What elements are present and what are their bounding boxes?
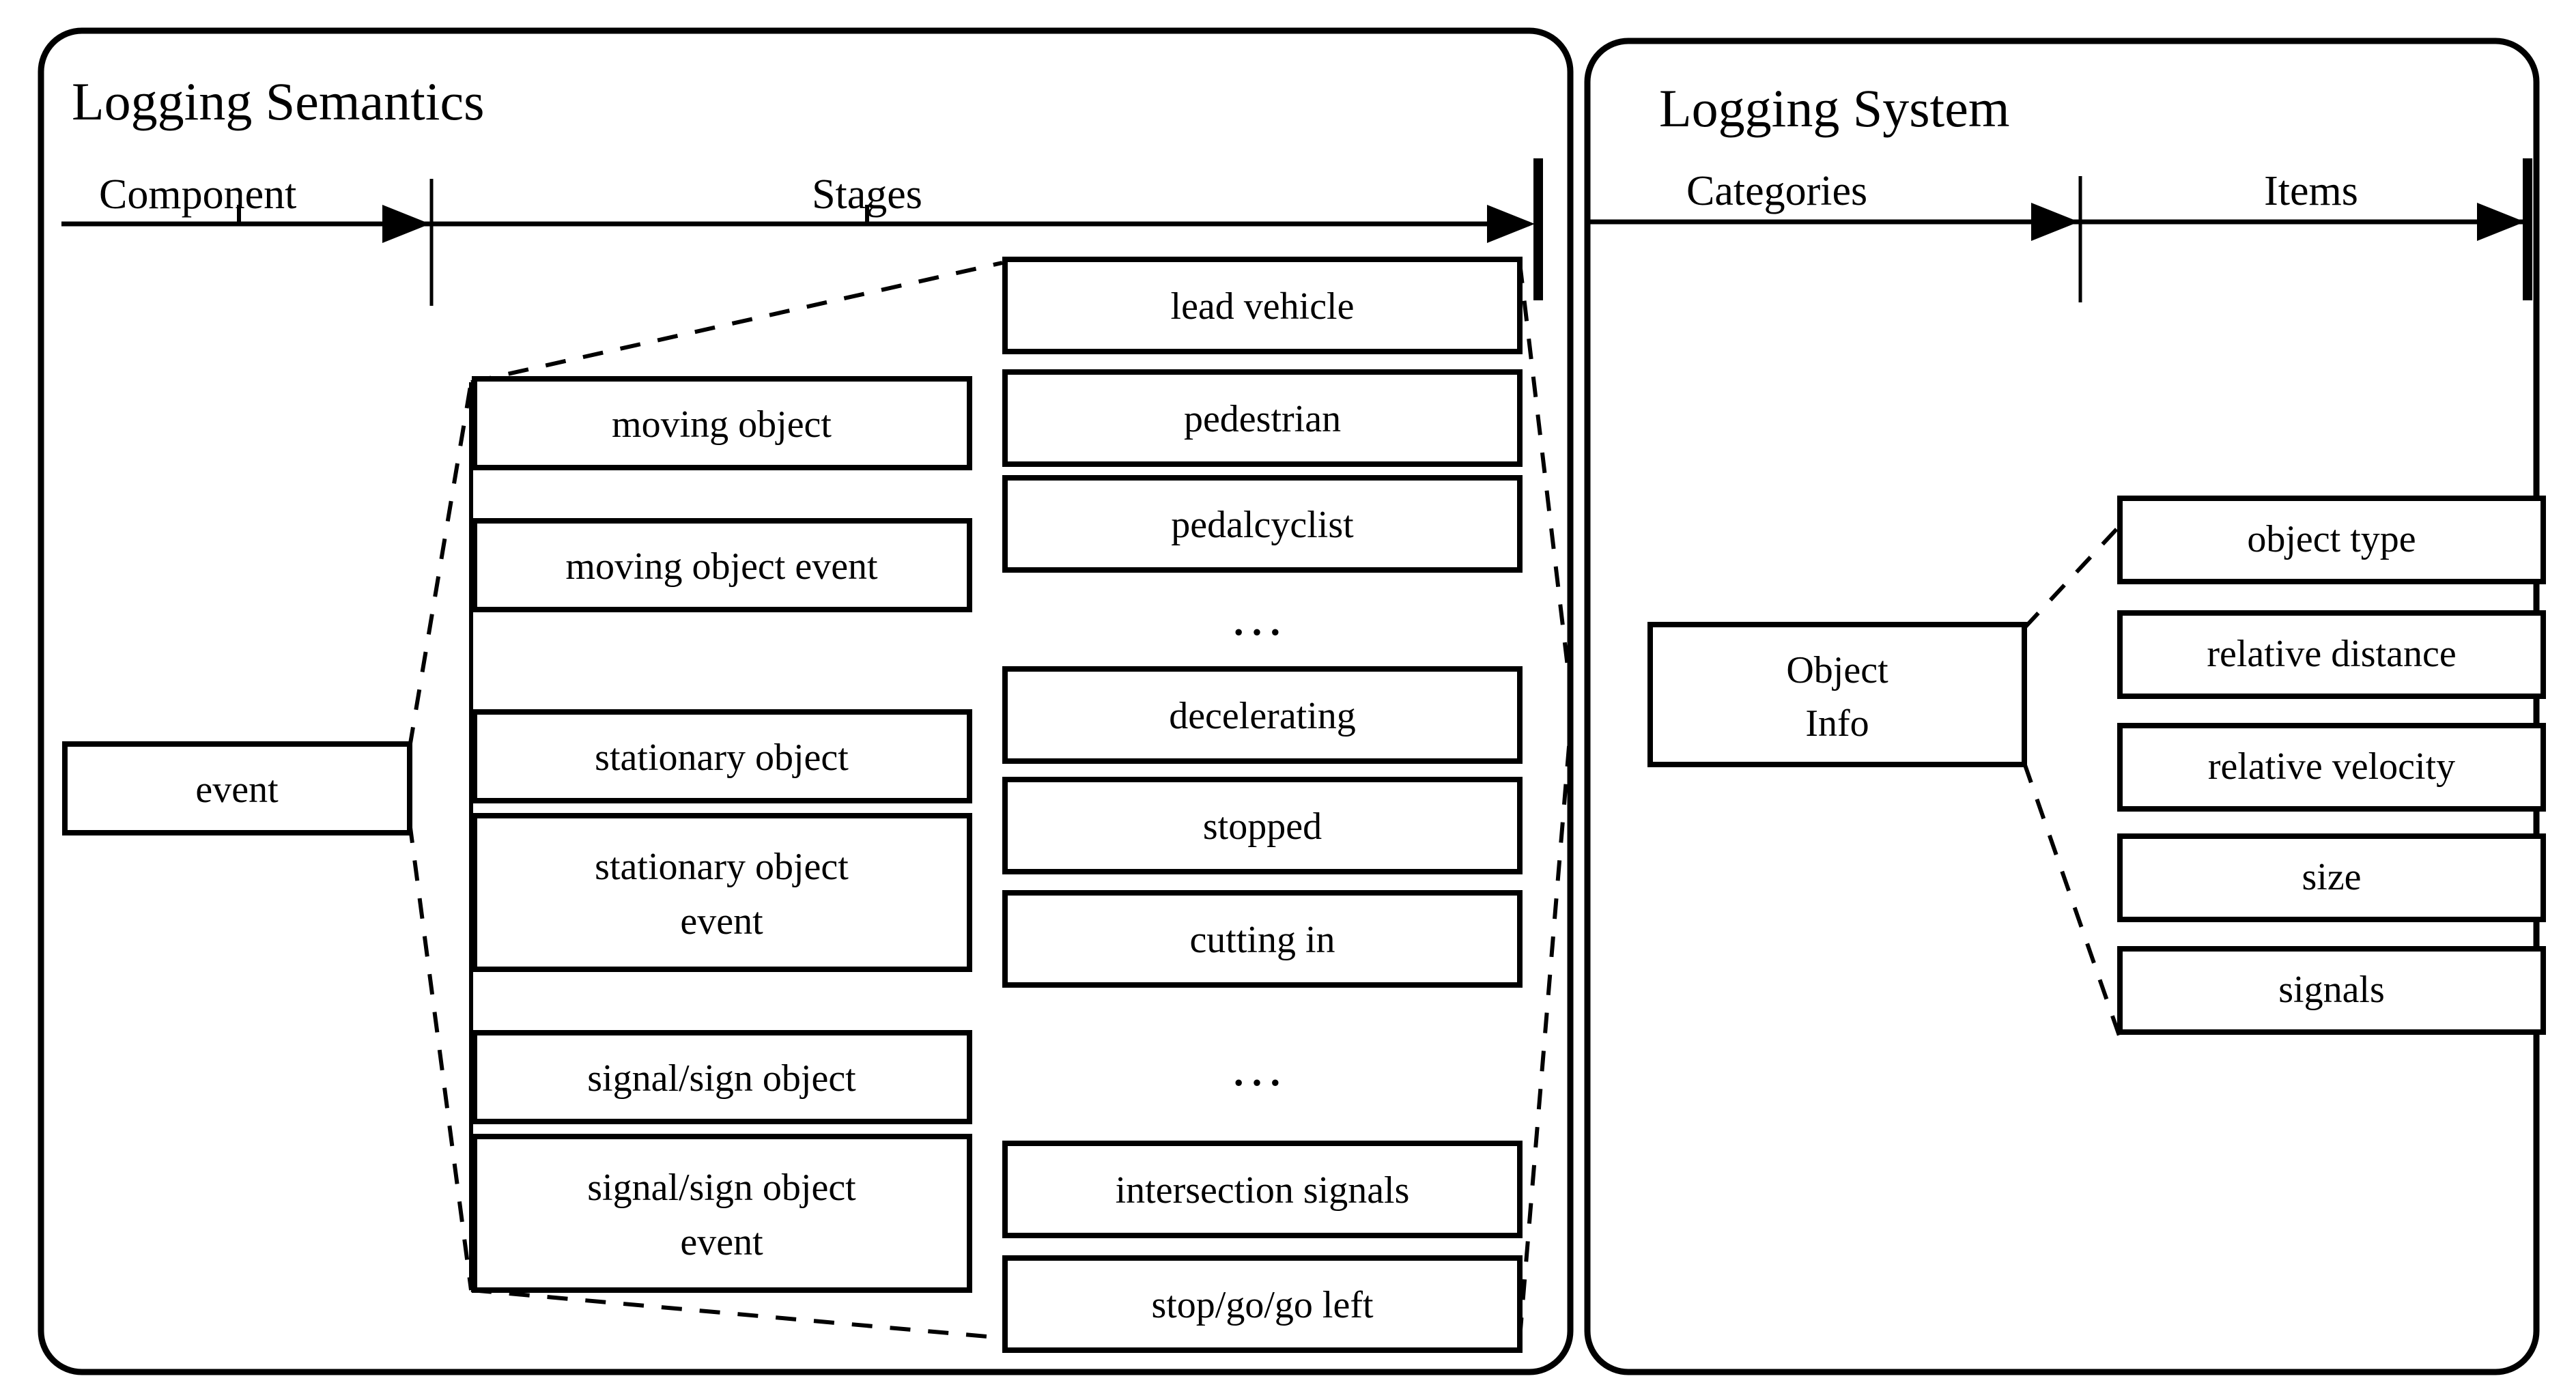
ellipsis-signal-stages: …: [1230, 1038, 1295, 1098]
dash-link-objectinfo-to-items-top: [2022, 524, 2122, 630]
node-signals[interactable]: signals: [2117, 946, 2546, 1035]
panel-border-logging-system: [1584, 38, 2540, 1375]
node-label-cutting-in: cutting in: [1189, 919, 1335, 961]
node-label-moving-object: moving object: [612, 403, 832, 446]
dash-link-groups-to-details-bottom: [470, 1288, 1003, 1340]
node-intersection-signals[interactable]: intersection signals: [1002, 1141, 1523, 1238]
node-cutting-in[interactable]: cutting in: [1002, 890, 1523, 988]
node-label-size: size: [2302, 856, 2361, 898]
node-box-stationary-object-event[interactable]: [472, 813, 972, 972]
node-moving-object[interactable]: moving object: [472, 376, 972, 470]
node-label-lead-vehicle: lead vehicle: [1171, 285, 1355, 328]
node-box-signal-sign-object-event[interactable]: [472, 1134, 972, 1293]
axis-label-component: Component: [99, 171, 296, 218]
node-box-lead-vehicle[interactable]: [1002, 257, 1523, 354]
node-label-intersection-signals: intersection signals: [1116, 1169, 1410, 1212]
node-label-signal-sign-object-event-line1: signal/sign object: [587, 1167, 856, 1209]
node-box-signals[interactable]: [2117, 946, 2546, 1035]
axis-label-categories: Categories: [1686, 168, 1867, 214]
node-stationary-object-event[interactable]: stationary object event: [472, 813, 972, 972]
node-box-object-type[interactable]: [2117, 496, 2546, 584]
node-box-event[interactable]: [62, 741, 412, 835]
node-box-cutting-in[interactable]: [1002, 890, 1523, 988]
node-box-moving-object-event[interactable]: [472, 518, 972, 612]
dash-link-event-to-groups-bottom: [408, 822, 473, 1291]
node-label-relative-velocity: relative velocity: [2208, 745, 2455, 788]
node-box-decelerating[interactable]: [1002, 666, 1523, 764]
node-label-stationary-object-event-line2: event: [680, 900, 763, 943]
node-box-relative-velocity[interactable]: [2117, 723, 2546, 812]
node-box-stopped[interactable]: [1002, 777, 1523, 874]
panel-border-logging-semantics: [38, 27, 1574, 1375]
node-decelerating[interactable]: decelerating: [1002, 666, 1523, 764]
panel-logging-semantics: Logging Semantics Component Stages: [38, 27, 1574, 1375]
panel-title-logging-semantics: Logging Semantics: [72, 72, 484, 131]
node-label-moving-object-event: moving object event: [565, 545, 878, 588]
node-box-size[interactable]: [2117, 833, 2546, 922]
node-label-decelerating: decelerating: [1169, 695, 1356, 737]
node-label-signal-sign-object: signal/sign object: [587, 1057, 856, 1100]
panel-logging-system: Logging System Categories Items Object I…: [1584, 38, 2546, 1375]
node-box-signal-sign-object[interactable]: [472, 1030, 972, 1124]
node-label-object-info-line1: Object: [1786, 649, 1888, 691]
node-pedestrian[interactable]: pedestrian: [1002, 369, 1523, 467]
node-label-stationary-object: stationary object: [595, 737, 849, 779]
node-box-pedalcyclist[interactable]: [1002, 475, 1523, 573]
node-label-pedalcyclist: pedalcyclist: [1171, 504, 1354, 546]
node-label-signal-sign-object-event-line2: event: [680, 1221, 763, 1263]
dash-link-details-to-objectinfo-bottom: [1518, 730, 1572, 1339]
node-object-type[interactable]: object type: [2117, 496, 2546, 584]
node-stopped[interactable]: stopped: [1002, 777, 1523, 874]
node-signal-sign-object[interactable]: signal/sign object: [472, 1030, 972, 1124]
node-label-stop-go-go-left: stop/go/go left: [1151, 1284, 1374, 1326]
node-box-moving-object[interactable]: [472, 376, 972, 470]
axis-arrowhead-items: [2477, 203, 2525, 241]
node-label-stationary-object-event-line1: stationary object: [595, 846, 849, 888]
panel-title-logging-system: Logging System: [1659, 78, 2010, 138]
node-label-pedestrian: pedestrian: [1184, 398, 1341, 440]
node-label-object-type: object type: [2247, 518, 2416, 560]
node-relative-velocity[interactable]: relative velocity: [2117, 723, 2546, 812]
node-event[interactable]: event: [62, 741, 412, 835]
node-box-stop-go-go-left[interactable]: [1002, 1255, 1523, 1353]
node-label-stopped: stopped: [1203, 805, 1322, 848]
dash-link-objectinfo-to-items-bottom: [2022, 762, 2122, 1038]
node-stationary-object[interactable]: stationary object: [472, 709, 972, 803]
axis-arrowhead-categories: [2031, 203, 2079, 241]
dash-link-details-to-objectinfo-top: [1518, 262, 1572, 690]
node-stop-go-go-left[interactable]: stop/go/go left: [1002, 1255, 1523, 1353]
node-label-event: event: [195, 769, 279, 811]
node-box-stationary-object[interactable]: [472, 709, 972, 803]
dash-link-groups-to-details-top: [470, 261, 1003, 384]
node-moving-object-event[interactable]: moving object event: [472, 518, 972, 612]
node-lead-vehicle[interactable]: lead vehicle: [1002, 257, 1523, 354]
node-signal-sign-object-event[interactable]: signal/sign object event: [472, 1134, 972, 1293]
node-label-relative-distance: relative distance: [2207, 633, 2456, 675]
node-label-object-info-line2: Info: [1805, 702, 1869, 745]
node-box-object-info[interactable]: [1647, 622, 2027, 767]
axis-arrowhead-stages: [1487, 205, 1535, 243]
node-box-pedestrian[interactable]: [1002, 369, 1523, 467]
axis-arrowhead-component: [382, 205, 430, 243]
dash-link-event-to-groups-top: [408, 382, 473, 748]
node-box-relative-distance[interactable]: [2117, 610, 2546, 699]
node-size[interactable]: size: [2117, 833, 2546, 922]
node-label-signals: signals: [2278, 969, 2385, 1011]
node-box-intersection-signals[interactable]: [1002, 1141, 1523, 1238]
node-object-info[interactable]: Object Info: [1647, 622, 2027, 767]
ellipsis-moving-stages: …: [1230, 587, 1295, 647]
axis-label-items: Items: [2264, 168, 2358, 214]
node-relative-distance[interactable]: relative distance: [2117, 610, 2546, 699]
node-pedalcyclist[interactable]: pedalcyclist: [1002, 475, 1523, 573]
